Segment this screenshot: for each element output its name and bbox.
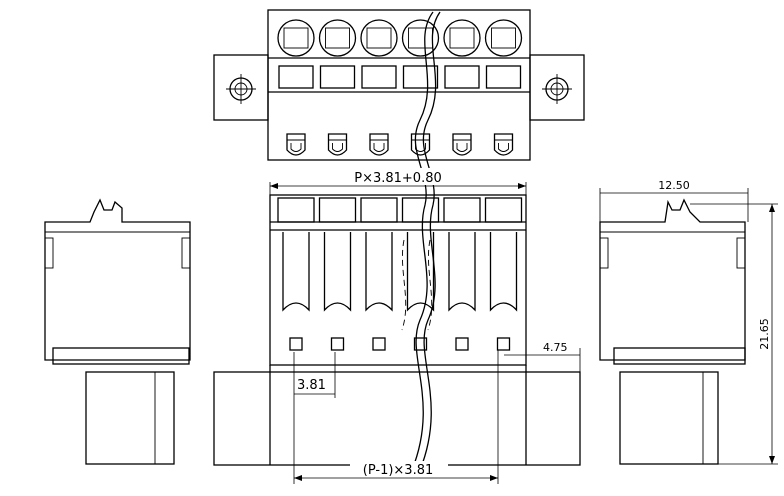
mounting-hole-right (542, 74, 572, 104)
terminal-front (318, 197, 357, 351)
terminal-front (401, 197, 440, 351)
mounting-hole-left (226, 74, 256, 104)
terminal-front (360, 197, 398, 351)
terminal-front (443, 197, 481, 351)
terminal-top (401, 19, 440, 156)
dimension-pin-span: (P-1)×3.81 (293, 350, 499, 484)
terminal-top (443, 19, 481, 156)
front-view (213, 194, 581, 466)
dimension-edge: 4.75 (504, 341, 581, 372)
edge-offset-label: 4.75 (543, 341, 568, 354)
depth-label: 12.50 (658, 179, 690, 192)
height-label: 21.65 (758, 318, 771, 350)
break-lines (401, 11, 441, 471)
dimension-total-width: P×3.81+0.80 (269, 168, 527, 195)
terminal-top (277, 19, 315, 156)
dimension-depth: 12.50 (599, 179, 749, 222)
pitch-label: 3.81 (297, 378, 326, 393)
dimension-height: 21.65 (690, 203, 778, 465)
terminal-top (484, 19, 523, 156)
top-view (213, 9, 585, 161)
terminal-top (318, 19, 357, 156)
left-side-view (44, 198, 191, 465)
pin-span-label: (P-1)×3.81 (363, 463, 434, 478)
terminal-front (277, 197, 315, 351)
terminal-top (360, 19, 398, 156)
right-side-view (599, 198, 746, 465)
terminal-front (484, 197, 523, 351)
dimension-pitch: 3.81 (293, 352, 336, 398)
pitch-total-label: P×3.81+0.80 (354, 171, 442, 186)
